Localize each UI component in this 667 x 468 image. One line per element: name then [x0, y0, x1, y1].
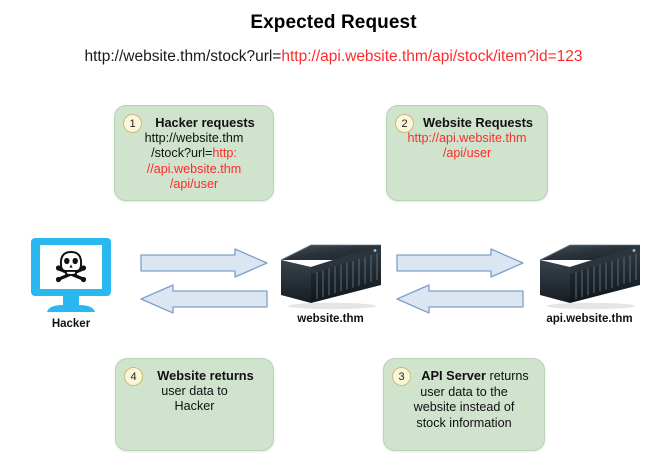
- expected-request-url: http://website.thm/stock?url=http://api.…: [0, 48, 667, 66]
- step-2-line3: /api/user: [442, 146, 492, 160]
- node-website-server: website.thm: [263, 243, 398, 325]
- step-3-heading-line: API Server returns: [394, 368, 534, 385]
- step-4-badge: 4: [124, 367, 143, 386]
- step-1-line3: /stock?url=http:: [125, 146, 263, 162]
- step-1-content: 1 Hacker requests http://website.thm /st…: [115, 106, 273, 201]
- step-1-line3-black: /stock?url=: [151, 146, 213, 160]
- node-hacker-label: Hacker: [51, 318, 91, 330]
- step-box-3[interactable]: 3 API Server returns user data to the we…: [383, 358, 545, 451]
- node-website-label: website.thm: [297, 313, 364, 325]
- step-1-line3-red: http:: [212, 146, 237, 160]
- step-3-badge: 3: [392, 367, 411, 386]
- step-3-heading: API Server: [421, 368, 487, 383]
- step-3-heading-rest: returns: [486, 369, 529, 383]
- page-title: Expected Request: [250, 12, 417, 33]
- step-2-content: 2 Website Requests http://api.website.th…: [387, 106, 547, 170]
- step-box-2[interactable]: 2 Website Requests http://api.website.th…: [386, 105, 548, 201]
- hacker-monitor-skull-icon: [31, 238, 111, 312]
- step-4-heading: Website returns: [157, 368, 254, 383]
- step-3-content: 3 API Server returns user data to the we…: [384, 359, 544, 439]
- step-1-line2: http://website.thm: [144, 130, 244, 145]
- step-2-line2: http://api.website.thm: [407, 130, 527, 145]
- step-box-1[interactable]: 1 Hacker requests http://website.thm /st…: [114, 105, 274, 201]
- step-3-line3: website instead of: [413, 400, 515, 414]
- arrow-website-to-api: [396, 248, 524, 278]
- server-rack-icon: [539, 244, 640, 310]
- arrow-hacker-to-website: [140, 248, 268, 278]
- server-rack-icon: [280, 244, 381, 310]
- step-2-heading: Website Requests: [423, 115, 533, 130]
- step-1-line4: //api.website.thm: [146, 161, 242, 176]
- url-prefix: http://website.thm/stock?url=: [84, 48, 282, 65]
- step-1-badge: 1: [123, 114, 142, 133]
- arrow-website-to-hacker: [140, 284, 268, 314]
- step-box-4[interactable]: 4 Website returns user data to Hacker: [115, 358, 274, 451]
- step-3-line4: stock information: [416, 415, 512, 430]
- step-4-line2: user data to: [161, 383, 228, 398]
- arrow-api-to-website: [396, 284, 524, 314]
- node-api-label: api.website.thm: [546, 313, 633, 325]
- node-api-server: api.website.thm: [522, 243, 657, 325]
- step-1-heading: Hacker requests: [155, 115, 255, 130]
- step-4-line3: Hacker: [174, 399, 215, 413]
- step-3-line2: user data to the: [420, 384, 508, 399]
- node-hacker: Hacker: [16, 238, 126, 330]
- url-suffix: http://api.website.thm/api/stock/item?id…: [281, 48, 583, 65]
- step-1-line5: /api/user: [169, 177, 219, 191]
- step-2-badge: 2: [395, 114, 414, 133]
- step-4-content: 4 Website returns user data to Hacker: [116, 359, 273, 423]
